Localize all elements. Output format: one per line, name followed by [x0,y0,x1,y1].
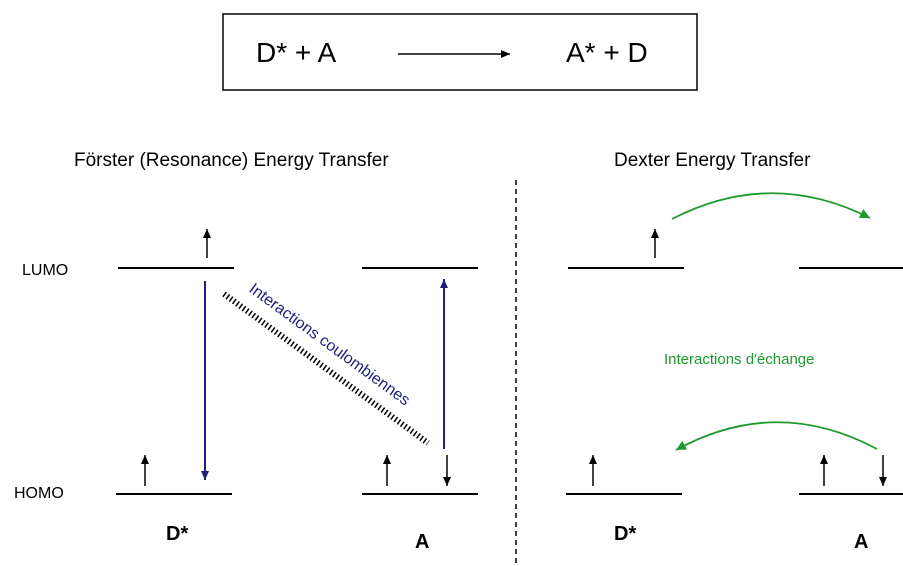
forster-acceptor-label: A [415,531,429,553]
dexter-acceptor-label: A [854,531,868,553]
electron-exchange-lower-arrow [675,421,878,451]
coulomb-label: Interactions coulombiennes [246,281,413,410]
homo-label: HOMO [14,485,64,502]
dexter-donor: D* [566,229,684,545]
dexter-title: Dexter Energy Transfer [614,150,811,171]
equation-box [222,13,698,91]
lumo-label: LUMO [22,262,68,279]
electron-exchange-upper-arrow [671,192,871,220]
forster-acceptor: A [362,267,478,553]
coulomb-hatch-band [222,291,430,446]
reaction-equation: D* + A A* + D [222,13,698,91]
exchange-label: Interactions d'échange [664,351,814,368]
coulomb-interaction: Interactions coulombiennes [222,281,430,446]
equation-products: A* + D [566,37,648,68]
forster-donor-label: D* [166,523,188,545]
dexter-acceptor: A [799,267,903,553]
dexter-donor-label: D* [614,523,636,545]
forster-donor: D* [116,229,234,545]
equation-reactants: D* + A [256,37,336,68]
forster-title: Förster (Resonance) Energy Transfer [74,150,389,171]
